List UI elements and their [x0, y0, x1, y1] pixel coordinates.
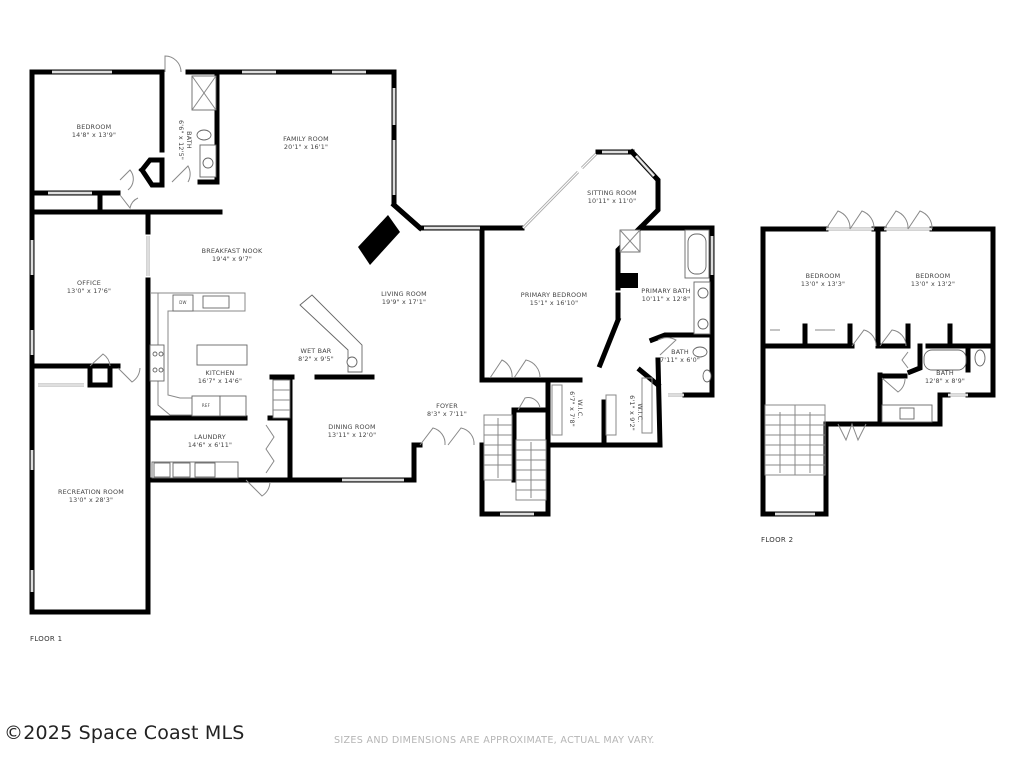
room-name: LAUNDRY — [194, 433, 226, 441]
room-primary-bedroom: PRIMARY BEDROOM 15'1" x 16'10" — [521, 291, 587, 307]
floor2-walls — [760, 226, 996, 517]
room-dims: 13'0" x 13'2" — [910, 280, 956, 288]
room-name: SITTING ROOM — [587, 189, 637, 197]
room-breakfast-nook: BREAKFAST NOOK 19'4" x 9'7" — [202, 247, 263, 263]
room-dims: 13'11" x 12'0" — [327, 431, 377, 439]
floor1-label: FLOOR 1 — [30, 635, 63, 643]
room-dims: 13'0" x 28'3" — [68, 496, 114, 504]
room-bath-1: BATH 6'6" x 12'5" — [177, 120, 193, 160]
room-name: BREAKFAST NOOK — [201, 247, 263, 255]
room-name: PRIMARY BATH — [641, 287, 691, 295]
room-foyer: FOYER 8'3" x 7'11" — [427, 402, 467, 418]
disclaimer-text: SIZES AND DIMENSIONS ARE APPROXIMATE, AC… — [334, 735, 655, 746]
room-kitchen: KITCHEN 16'7" x 14'6" — [198, 369, 242, 385]
refrigerator-label: REF — [201, 403, 211, 408]
room-dining-room: DINING ROOM 13'11" x 12'0" — [328, 423, 377, 439]
room-bedroom-1: BEDROOM 14'8" x 13'9" — [72, 123, 116, 139]
room-dims: 13'0" x 17'6" — [66, 287, 112, 295]
room-dims: 7'11" x 6'0" — [660, 356, 700, 364]
room-primary-bath: PRIMARY BATH 10'11" x 12'8" — [641, 287, 690, 303]
room-name: DINING ROOM — [328, 423, 376, 431]
floor1-doors — [89, 55, 677, 497]
room-dims: 10'11" x 12'8" — [641, 295, 691, 303]
room-name: LIVING ROOM — [381, 290, 427, 298]
room-dims: 14'8" x 13'9" — [71, 131, 117, 139]
floor2-label: FLOOR 2 — [761, 536, 794, 544]
room-wet-bar: WET BAR 8'2" x 9'5" — [298, 347, 334, 363]
room-family-room: FAMILY ROOM 20'1" x 16'1" — [283, 135, 329, 151]
room-bedroom-2: BEDROOM 13'0" x 13'3" — [801, 272, 845, 288]
room-dims: 8'2" x 9'5" — [298, 355, 334, 363]
floor2-fixtures — [764, 349, 986, 476]
room-name: W.I.C. — [636, 403, 644, 423]
floor2-doors — [770, 210, 933, 442]
room-recreation-room: RECREATION ROOM 13'0" x 28'3" — [58, 488, 124, 504]
copyright-watermark: ©2025 Space Coast MLS — [4, 722, 245, 744]
room-living-room: LIVING ROOM 19'9" x 17'1" — [381, 290, 427, 306]
room-name: BATH — [185, 131, 193, 149]
room-name: FOYER — [436, 402, 458, 410]
room-dims: 15'1" x 16'10" — [529, 299, 579, 307]
room-dims: 10'11" x 11'0" — [587, 197, 637, 205]
room-dims: 13'0" x 13'3" — [800, 280, 846, 288]
room-name: WET BAR — [300, 347, 332, 355]
room-office: OFFICE 13'0" x 17'6" — [67, 279, 111, 295]
room-wic-2: W.I.C. 6'1" x 9'2" — [628, 395, 644, 431]
room-dims: 20'1" x 16'1" — [283, 143, 329, 151]
room-name: W.I.C. — [576, 399, 584, 419]
room-bedroom-3: BEDROOM 13'0" x 13'2" — [911, 272, 955, 288]
room-name: BEDROOM — [76, 123, 112, 131]
room-dims: 12'8" x 8'9" — [925, 377, 965, 385]
room-wic-1: W.I.C. 6'7" x 7'8" — [568, 391, 584, 427]
dishwasher-label: DW — [179, 300, 187, 305]
room-dims: 6'7" x 7'8" — [568, 391, 576, 427]
room-dims: 14'6" x 6'11" — [187, 441, 233, 449]
room-name: BEDROOM — [805, 272, 841, 280]
room-name: FAMILY ROOM — [283, 135, 329, 143]
room-name: OFFICE — [77, 279, 101, 287]
room-sitting-room: SITTING ROOM 10'11" x 11'0" — [587, 189, 637, 205]
room-name: BATH — [936, 369, 954, 377]
room-dims: 8'3" x 7'11" — [427, 410, 467, 418]
floor1-windows — [30, 70, 714, 592]
room-name: PRIMARY BEDROOM — [520, 291, 588, 299]
room-dims: 19'4" x 9'7" — [212, 255, 252, 263]
room-bath-2: BATH 7'11" x 6'0" — [660, 348, 700, 364]
room-name: KITCHEN — [205, 369, 235, 377]
room-laundry: LAUNDRY 14'6" x 6'11" — [188, 433, 232, 449]
room-dims: 6'6" x 12'5" — [177, 120, 185, 160]
room-dims: 6'1" x 9'2" — [628, 395, 636, 431]
room-bath-3: BATH 12'8" x 8'9" — [925, 369, 965, 385]
room-dims: 16'7" x 14'6" — [197, 377, 243, 385]
room-name: BEDROOM — [915, 272, 951, 280]
room-name: RECREATION ROOM — [58, 488, 124, 496]
floor1-fixtures — [149, 75, 712, 501]
room-dims: 19'9" x 17'1" — [381, 298, 427, 306]
room-name: BATH — [671, 348, 689, 356]
